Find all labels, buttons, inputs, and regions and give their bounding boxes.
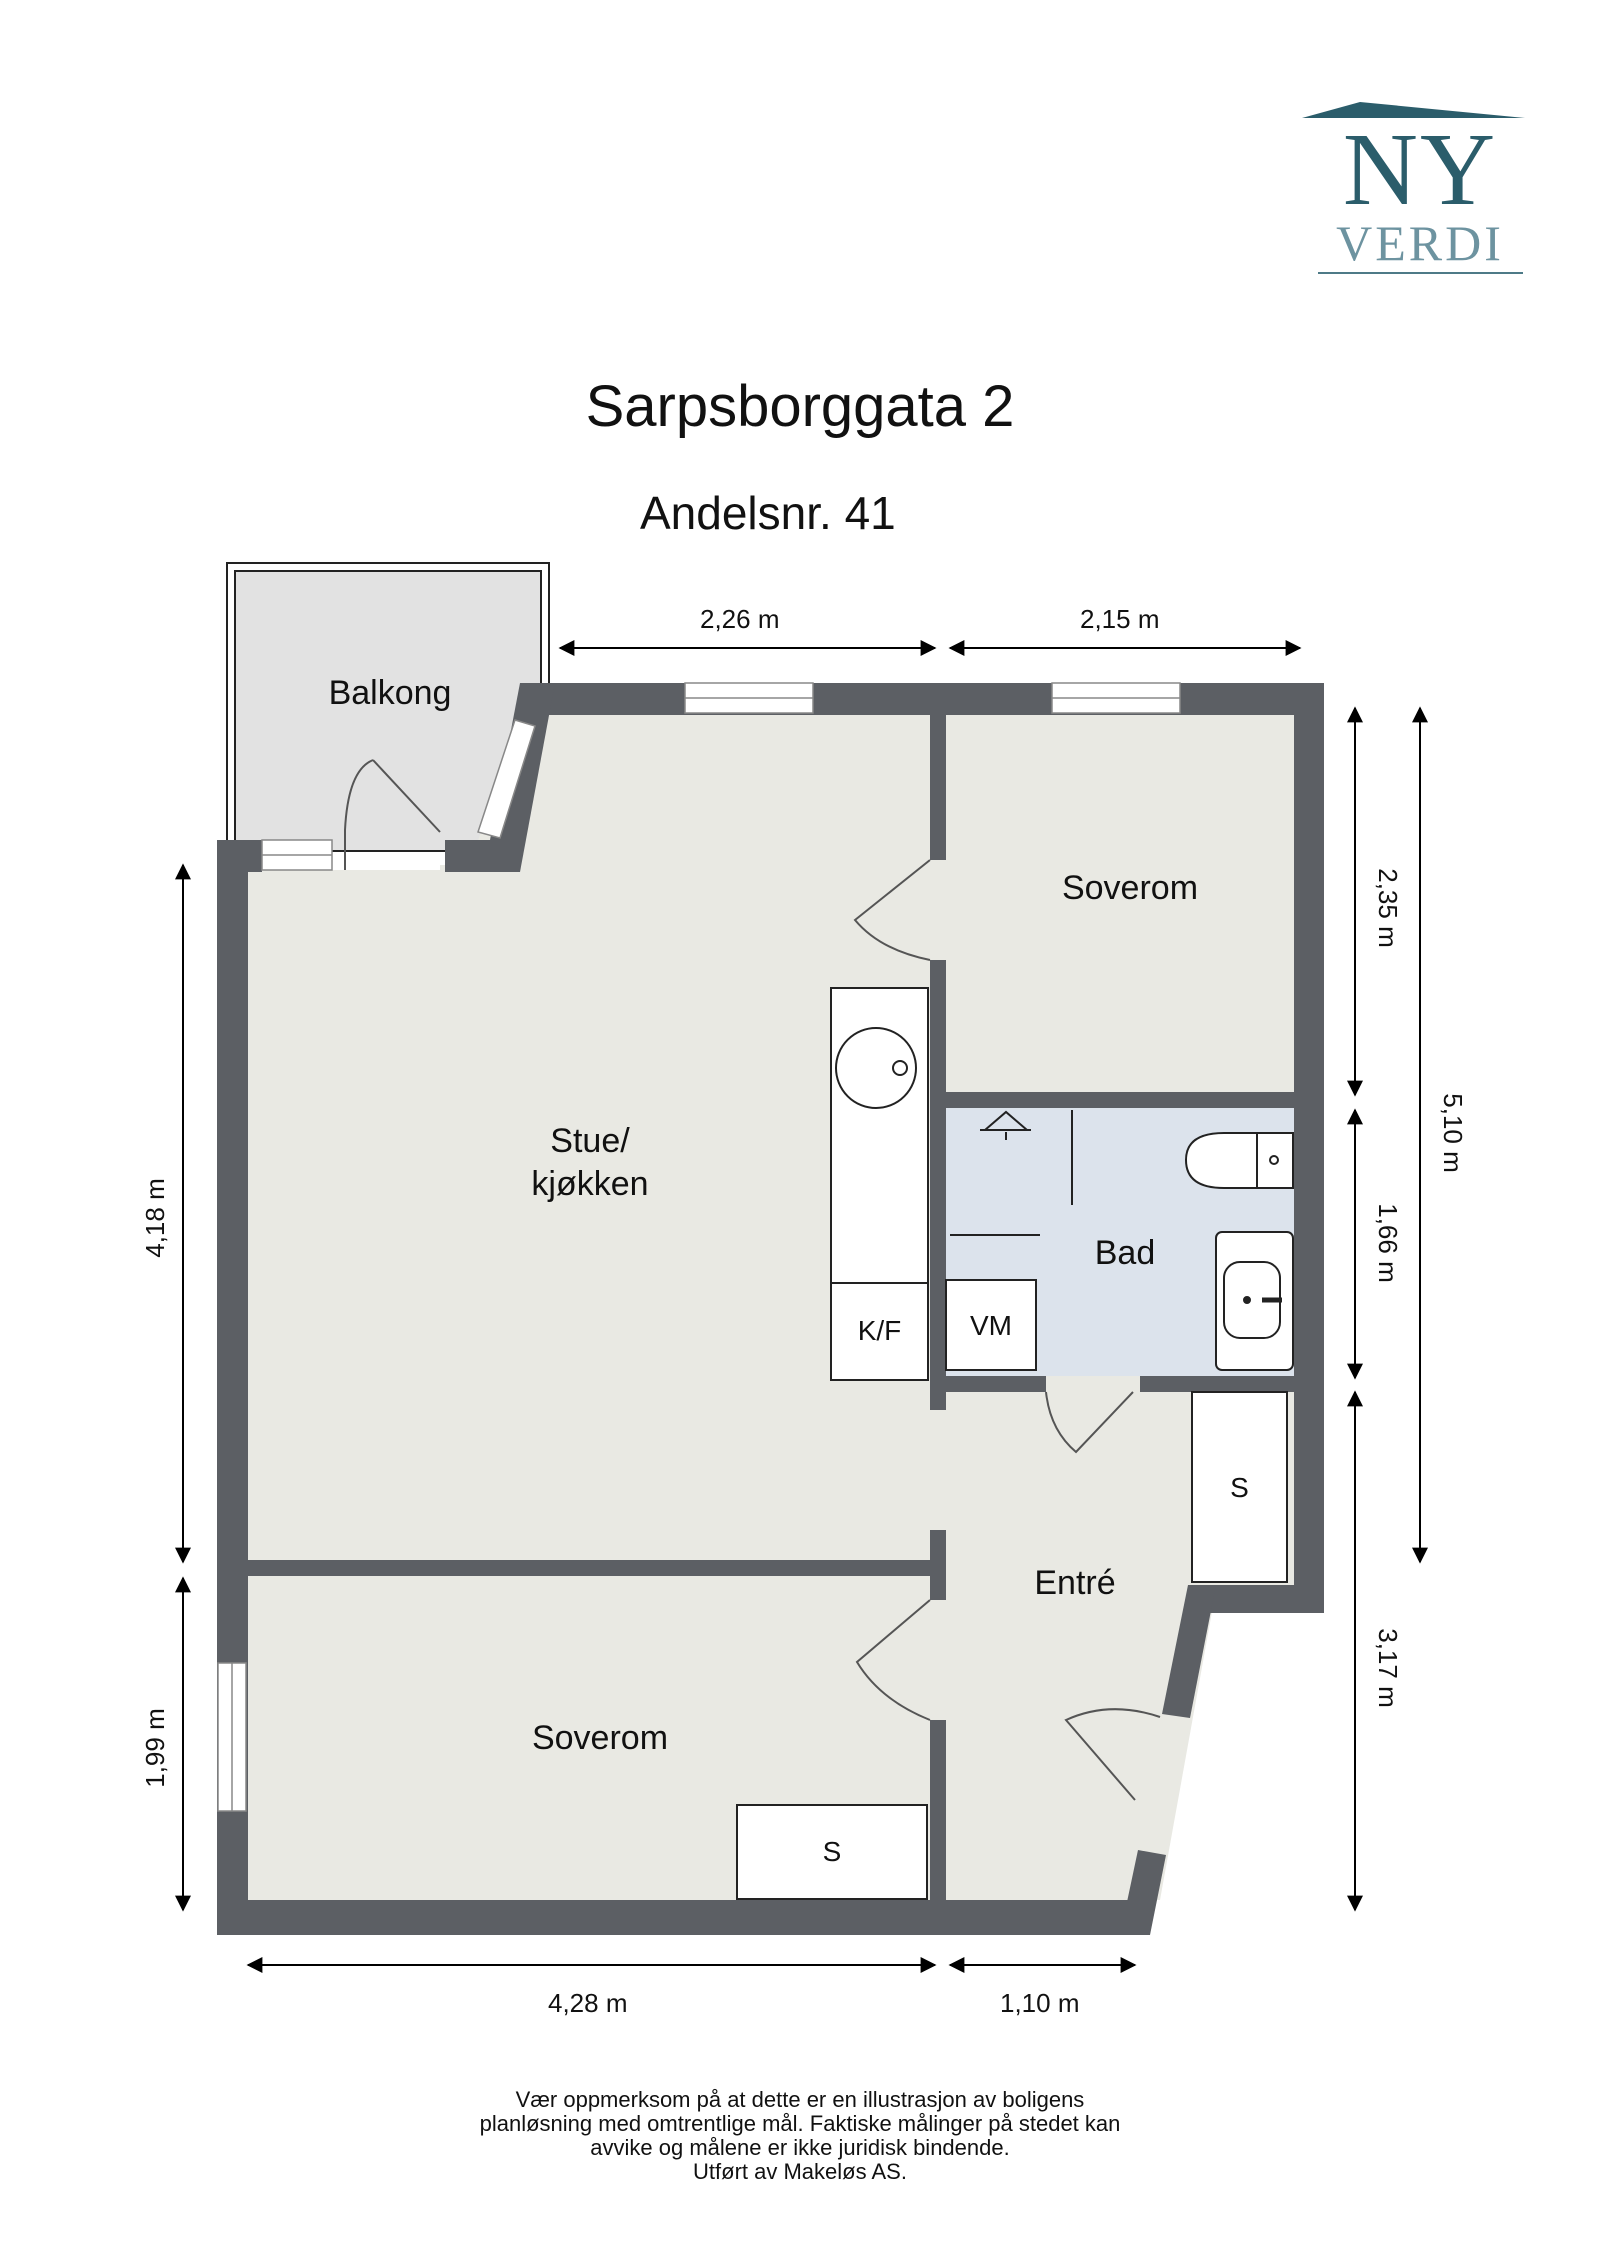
room-label-balcony: Balkong	[328, 674, 452, 712]
dim-bottom-left: 4,28 m	[548, 1988, 628, 2018]
ny-verdi-logo: NY VERDI	[1300, 100, 1540, 280]
dim-right-middle: 1,66 m	[1372, 1203, 1403, 1283]
logo-verdi-text: VERDI	[1336, 215, 1504, 271]
room-label-living-kitchen: Stue/ kjøkken	[480, 1120, 700, 1205]
storage-units	[736, 1391, 1288, 1900]
page-title: Sarpsborggata 2	[585, 374, 1015, 439]
room-label-living-line1: Stue/	[550, 1122, 630, 1160]
dim-right-total: 5,10 m	[1437, 1093, 1468, 1173]
doors	[344, 759, 1161, 1801]
logo-ny-text: NY	[1342, 112, 1498, 227]
dim-top-left: 2,26 m	[700, 604, 780, 634]
bath-fixtures	[945, 1110, 1294, 1371]
fixture-label-storage-entrance: S	[1230, 1472, 1249, 1503]
room-label-entrance: Entré	[1034, 1564, 1116, 1602]
dimension-lines	[175, 640, 1428, 1973]
dim-right-lower: 3,17 m	[1372, 1628, 1403, 1708]
fixture-label-storage-bedroom: S	[822, 1836, 842, 1867]
fixture-label-fridge-freezer: K/F	[857, 1315, 902, 1346]
room-label-bedroom-top: Soverom	[1061, 869, 1199, 907]
fixture-label-washing-machine: VM	[970, 1310, 1012, 1341]
disclaimer-line-4: Utført av Makeløs AS.	[693, 2159, 907, 2184]
page-subtitle: Andelsnr. 41	[640, 487, 896, 539]
room-label-living-line2: kjøkken	[531, 1164, 649, 1203]
dim-left-upper: 4,18 m	[139, 1178, 170, 1258]
windows	[217, 682, 1181, 1812]
dim-bottom-right: 1,10 m	[1000, 1988, 1080, 2018]
room-label-bathroom: Bad	[1094, 1234, 1156, 1272]
room-label-bedroom-bottom: Soverom	[531, 1719, 669, 1757]
disclaimer-line-1: Vær oppmerksom på at dette er en illustr…	[515, 2087, 1085, 2112]
disclaimer-line-2: planløsning med omtrentlige mål. Faktisk…	[479, 2111, 1121, 2136]
kitchen-counter	[830, 987, 929, 1381]
dim-top-right: 2,15 m	[1080, 604, 1160, 634]
disclaimer: Vær oppmerksom på at dette er en illustr…	[0, 2088, 1600, 2184]
dim-left-lower: 1,99 m	[139, 1708, 170, 1788]
dim-right-upper: 2,35 m	[1372, 868, 1403, 948]
disclaimer-line-3: avvike og målene er ikke juridisk binden…	[590, 2135, 1010, 2160]
logo-underline	[1318, 272, 1523, 274]
roof-icon	[1302, 102, 1525, 118]
